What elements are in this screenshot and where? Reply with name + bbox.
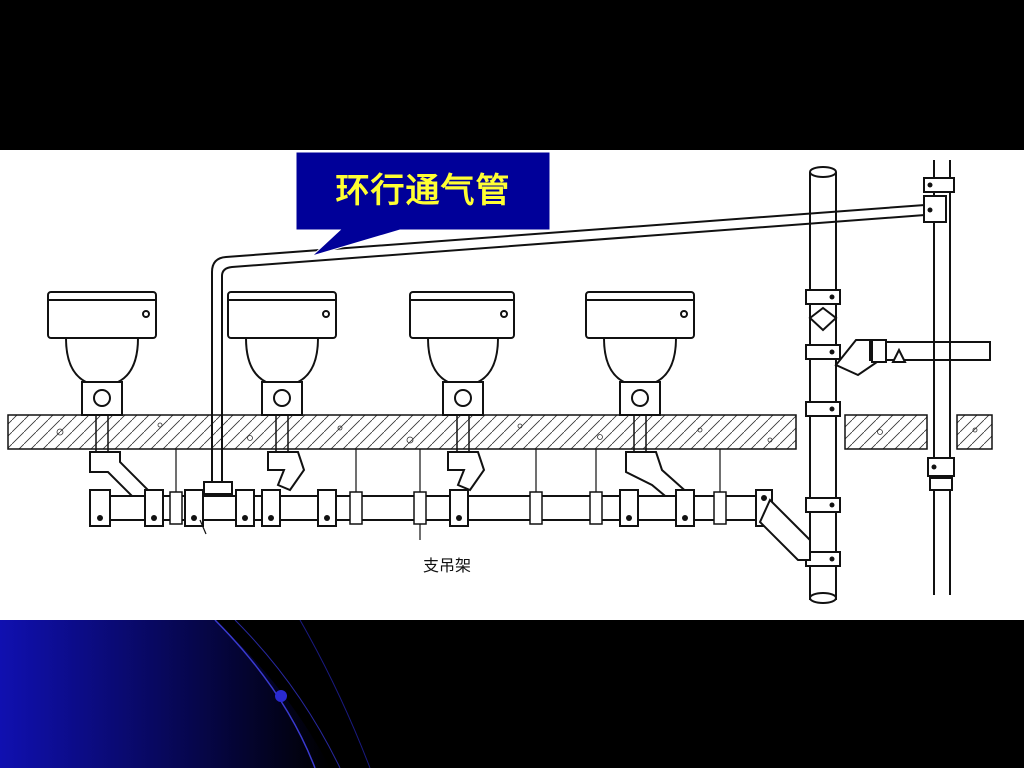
vent-connection xyxy=(203,481,233,495)
horizontal-drain xyxy=(89,489,773,527)
support-hanger-label: 支吊架 xyxy=(422,556,471,575)
branch-pipe xyxy=(869,339,991,363)
swoosh-line-3 xyxy=(299,619,371,768)
toilet-2 xyxy=(227,291,337,416)
toilet-1 xyxy=(47,291,157,416)
fixture-drains xyxy=(95,415,647,452)
vent-stack xyxy=(923,160,955,595)
floor-slab xyxy=(7,414,993,450)
swoosh-dot xyxy=(275,690,287,702)
swoosh-line-2 xyxy=(234,619,341,768)
callout-box xyxy=(295,151,551,257)
stack-bolts xyxy=(761,294,835,562)
clamp-bolts xyxy=(97,515,688,521)
callout-label-loop-vent: 环行通气管 xyxy=(335,170,511,211)
toilet-4 xyxy=(585,291,695,416)
blue-swoosh xyxy=(0,620,330,768)
hanger-clamps xyxy=(169,491,727,525)
swoosh-line-1 xyxy=(214,619,316,768)
toilet-3 xyxy=(409,291,515,416)
plumbing-diagram xyxy=(0,150,1024,620)
loop-vent-pipe xyxy=(211,204,926,482)
vent-bolts xyxy=(927,182,937,470)
